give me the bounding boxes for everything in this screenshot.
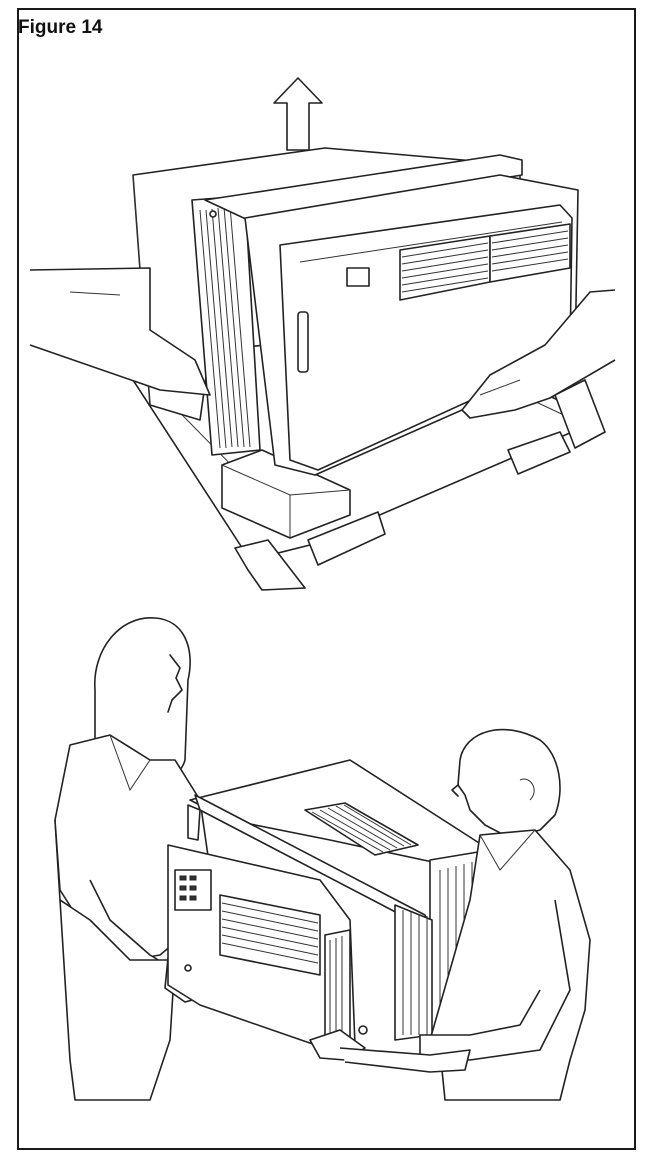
control-display (347, 268, 369, 286)
top-scene (30, 78, 615, 590)
bottom-scene (55, 618, 590, 1100)
handle-slot (298, 312, 308, 372)
up-arrow-icon (274, 78, 322, 150)
